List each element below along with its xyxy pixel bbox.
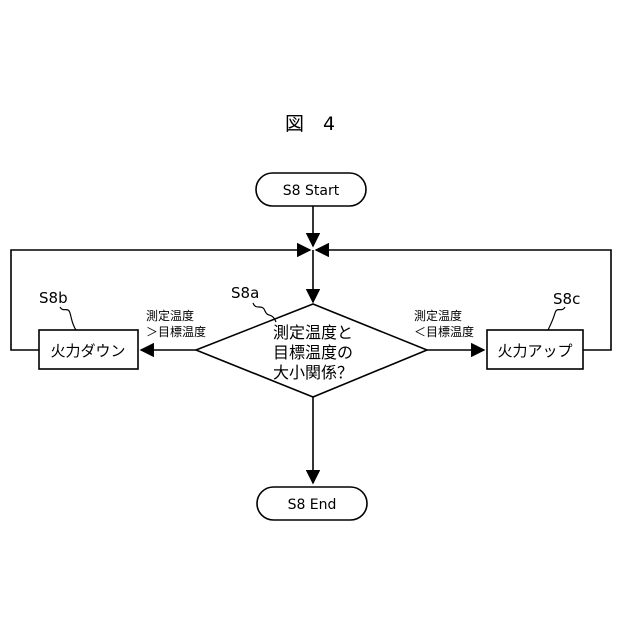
ref-label-right: S8c <box>553 290 580 308</box>
end-terminal: S8 End <box>257 487 367 520</box>
ref-label-decision: S8a <box>231 284 259 302</box>
leader-line-left <box>60 307 76 330</box>
start-label: S8 Start <box>283 183 340 199</box>
left-condition-line-1: 測定温度 <box>146 308 194 323</box>
right-condition-line-2: ＜目標温度 <box>414 324 474 339</box>
decision-line-2: 目標温度の <box>273 343 353 362</box>
right-condition-line-1: 測定温度 <box>414 308 462 323</box>
right-box-label: 火力アップ <box>497 342 572 360</box>
decision-line-1: 測定温度と <box>273 323 353 342</box>
process-box-right: 火力アップ <box>487 330 583 369</box>
left-condition-line-2: ＞目標温度 <box>146 324 206 339</box>
decision-line-3: 大小関係？ <box>273 363 353 382</box>
left-box-label: 火力ダウン <box>50 342 125 360</box>
end-label: S8 End <box>288 497 337 513</box>
figure-title: 図 4 <box>285 113 335 135</box>
start-terminal: S8 Start <box>256 173 366 206</box>
decision-node: 測定温度と 目標温度の 大小関係？ <box>196 304 427 397</box>
leader-line-right <box>548 307 565 330</box>
process-box-left: 火力ダウン <box>39 330 138 369</box>
ref-label-left: S8b <box>39 289 68 307</box>
